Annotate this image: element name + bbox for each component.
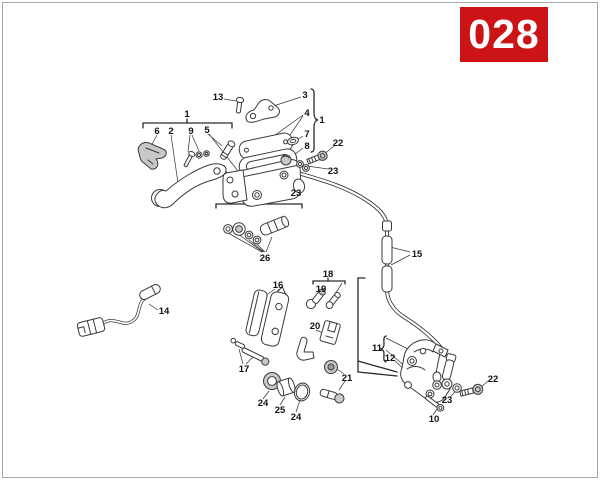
cylinder-clamp xyxy=(222,169,248,204)
sight-glass xyxy=(252,190,262,200)
washer-23-upper xyxy=(302,164,310,172)
screw-9 xyxy=(183,150,196,168)
cable-connector xyxy=(76,317,106,337)
brake-switch-cable-14 xyxy=(76,284,161,337)
part-label-9: 9 xyxy=(188,126,193,137)
part-label-20: 20 xyxy=(310,321,321,332)
part-label-23-upper: 23 xyxy=(328,166,339,177)
master-cylinder-assembly xyxy=(222,96,328,207)
nut-9 xyxy=(195,151,203,159)
brake-lever-2 xyxy=(154,163,227,209)
hose-banjo-eye-lower xyxy=(441,378,453,390)
washer-23-left xyxy=(279,170,289,180)
washer-23-upper xyxy=(296,160,304,168)
grommet-7 xyxy=(287,136,299,146)
piston-seal-24 xyxy=(263,372,281,390)
piston-assembly xyxy=(259,215,290,236)
part-label-15: 15 xyxy=(412,249,423,260)
part-label-21: 21 xyxy=(342,373,353,384)
o-ring-24 xyxy=(293,382,311,402)
part-label-24-left: 24 xyxy=(258,398,269,409)
part-label-17: 17 xyxy=(239,364,250,375)
part-label-8: 8 xyxy=(304,141,309,152)
part-label-10: 10 xyxy=(429,414,440,425)
banjo-bolt-22-top xyxy=(306,150,328,165)
pin-bolt-21 xyxy=(319,388,345,404)
clamp-3 xyxy=(245,99,280,123)
pad-springs-20 xyxy=(296,320,341,361)
part-label-16: 16 xyxy=(273,280,284,291)
part-label-6: 6 xyxy=(154,126,159,137)
washer-9 xyxy=(203,150,210,157)
bolt-10 xyxy=(425,395,445,412)
bolt-5 xyxy=(220,140,236,160)
seal-kit-26 xyxy=(223,215,290,245)
part-label-22-upper: 22 xyxy=(333,138,344,149)
hose-sleeve xyxy=(381,235,393,265)
part-label-1-group: 1 xyxy=(319,115,325,126)
lever-assembly xyxy=(137,140,236,209)
lever-perch-6 xyxy=(137,142,167,170)
part-labels: 1 13 3 4 1 6 2 9 5 7 8 22 23 23 26 14 15… xyxy=(154,90,498,425)
brake-pads-16 xyxy=(245,286,290,347)
part-label-13: 13 xyxy=(213,92,224,103)
screw-13 xyxy=(235,96,245,114)
part-label-19: 19 xyxy=(316,284,327,295)
part-label-14: 14 xyxy=(159,306,170,317)
cap-21 xyxy=(324,360,338,374)
banjo-bolt-22-right xyxy=(459,383,484,397)
pad-pin-17 xyxy=(230,337,270,366)
washers-23-right xyxy=(432,380,462,393)
part-label-11: 11 xyxy=(372,343,383,354)
part-label-12: 12 xyxy=(385,353,396,364)
hose-sleeve xyxy=(381,265,393,293)
part-label-5: 5 xyxy=(204,125,210,136)
part-label-23-left: 23 xyxy=(291,188,302,199)
part-label-1-top: 1 xyxy=(184,109,190,120)
part-label-18: 18 xyxy=(323,269,334,280)
part-label-25: 25 xyxy=(275,405,286,416)
part-label-4: 4 xyxy=(304,108,310,119)
part-label-23-right: 23 xyxy=(442,395,453,406)
part-label-24-right: 24 xyxy=(291,412,302,423)
page-number-badge: 028 xyxy=(460,7,548,62)
part-label-2: 2 xyxy=(168,126,173,137)
hose-sleeve xyxy=(382,220,392,232)
cable-sensor-end xyxy=(139,284,161,300)
part-label-3: 3 xyxy=(302,90,307,101)
part-label-26: 26 xyxy=(260,253,271,264)
bleed-valve-19 xyxy=(305,288,341,310)
part-label-7: 7 xyxy=(304,129,309,140)
part-label-22-right: 22 xyxy=(488,374,499,385)
